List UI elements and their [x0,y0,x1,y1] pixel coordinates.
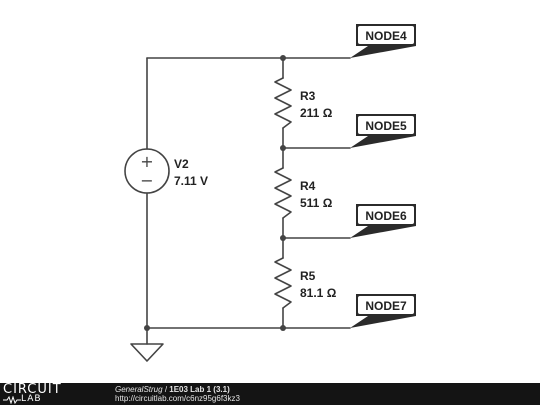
circuit-meta: GeneralStrug / 1E03 Lab 1 (3.1) http://c… [115,385,240,403]
voltage-source-symbol [124,148,170,194]
circuit-schematic: + − V2 7.11 V R3 211 Ω R4 511 Ω R5 81.1 … [124,24,416,362]
node-tag-node4: NODE4 [350,24,416,58]
resistor-r3-symbol [274,77,292,129]
ground-icon [130,343,164,362]
node-label-text: NODE4 [365,29,407,43]
r3-name-label: R3 [300,89,316,103]
circuit-url[interactable]: http://circuitlab.com/c6nz95g6f3kz3 [115,394,240,403]
r3-value-label: 211 Ω [300,106,333,120]
r5-name-label: R5 [300,269,316,283]
source-name-label: V2 [174,157,189,171]
meta-separator: / [162,385,170,394]
r5-value-label: 81.1 Ω [300,286,337,300]
logo-text-top: CIRCUIT [3,382,62,397]
author-link[interactable]: GeneralStrug [115,385,163,394]
junction-dot [280,235,286,241]
source-value-label: 7.11 V [174,174,208,188]
r4-name-label: R4 [300,179,316,193]
node-label-text: NODE7 [365,299,407,313]
node-tag-node6: NODE6 [350,204,416,238]
r4-value-label: 511 Ω [300,196,333,210]
node-label-text: NODE5 [365,119,407,133]
source-minus-sign: − [140,171,153,190]
node-tag-node7: NODE7 [350,294,416,328]
logo-resistor-icon [3,396,21,404]
node-label-text: NODE6 [365,209,407,223]
circuitlab-logo[interactable]: CIRCUIT LAB [3,382,95,404]
logo-text-bottom: LAB [21,394,42,404]
circuit-title[interactable]: 1E03 Lab 1 (3.1) [169,385,230,394]
junction-dot [144,325,150,331]
junction-dot [280,55,286,61]
footer-bar: CIRCUIT LAB GeneralStrug / 1E03 Lab 1 (3… [0,383,540,405]
resistor-r4-symbol [274,167,292,219]
node-tag-node5: NODE5 [350,114,416,148]
junction-dot [280,325,286,331]
resistor-r5-symbol [274,257,292,309]
junction-dot [280,145,286,151]
source-plus-sign: + [140,152,153,171]
